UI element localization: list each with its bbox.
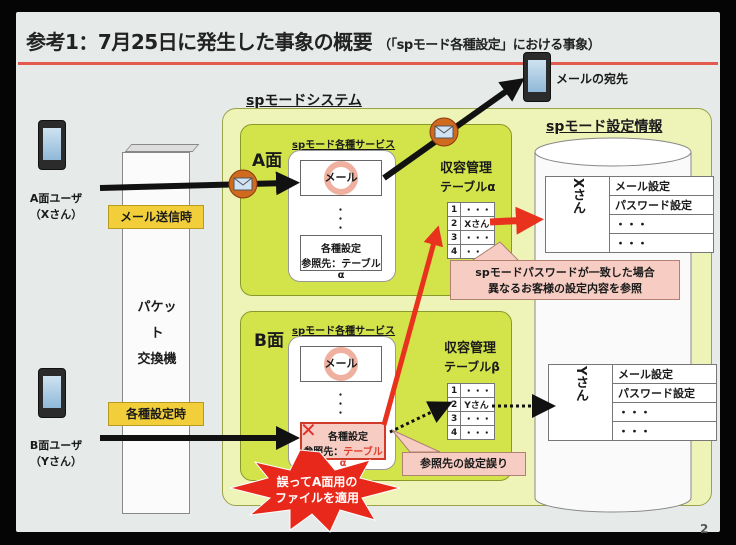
error-x-icon: ✕ xyxy=(300,418,317,442)
arrow-to-x xyxy=(489,206,544,235)
callout-password-line1: spモードパスワードが一致した場合 xyxy=(475,266,655,279)
user-b-action: 各種設定時 xyxy=(108,402,204,426)
callout-pointer-2 xyxy=(391,429,441,453)
face-a-settings: 各種設定参照先：テーブルα xyxy=(300,235,382,281)
table-cell: 4 xyxy=(446,425,462,440)
table-cell: 1 xyxy=(446,202,462,217)
table-row: Yさんメール設定 xyxy=(548,364,717,441)
page-number: 2 xyxy=(700,522,709,536)
envelope-icon xyxy=(228,169,258,199)
dotted-arrow-beta xyxy=(389,401,453,434)
arrow-wrong-ref xyxy=(381,225,444,426)
face-a-ref: 参照先：テーブルα xyxy=(301,259,381,281)
setting-cell: ・・・ xyxy=(612,421,717,441)
face-a-mail-label: メール xyxy=(324,171,358,184)
face-a-service-label: spモード各種サービス xyxy=(292,140,396,151)
setting-cell: パスワード設定 xyxy=(612,383,717,403)
table-row: Xさんメール設定 xyxy=(545,176,714,253)
user-a-phone-icon xyxy=(38,120,66,170)
setting-cell: メール設定 xyxy=(609,176,714,196)
table-row: ・・・ xyxy=(549,421,717,441)
face-b-service-label: spモード各種サービス xyxy=(292,326,396,337)
system-label: spモードシステム xyxy=(246,93,362,109)
face-a-table-title: 収容管理 xyxy=(440,161,493,176)
face-b-table-name: テーブルβ xyxy=(444,360,500,374)
table-row: 4・・・ xyxy=(446,425,496,440)
burst-line1: 誤ってA面用の xyxy=(276,475,358,489)
burst-line2: ファイルを適用 xyxy=(274,491,359,505)
face-b-label: B面 xyxy=(254,331,284,351)
table-row: パスワード設定 xyxy=(549,383,717,403)
table-row: ・・・ xyxy=(546,233,714,253)
face-a-dots: ・・・ xyxy=(334,205,344,232)
destination-label: メールの宛先 xyxy=(556,72,629,86)
burst-shape xyxy=(229,449,401,533)
callout-ref-error: 参照先の設定誤り xyxy=(402,452,526,476)
callout-password-line2: 異なるお客様の設定内容を参照 xyxy=(488,282,642,295)
table-cell: 4 xyxy=(446,244,462,259)
slide-title: 参考1：7月25日に発生した事象の概要 （「spモード各種設定」における事象） xyxy=(26,26,601,55)
table-cell: ・・・ xyxy=(460,425,496,440)
face-b-settings-label: 各種設定 xyxy=(328,432,368,443)
face-b-ref-prefix: 参照先： xyxy=(303,447,344,458)
table-cell: ・・・ xyxy=(460,202,496,217)
packet-switch-label: パケット xyxy=(137,300,177,341)
face-a-table-name: テーブルα xyxy=(440,180,496,194)
title-main: 参考1：7月25日に発生した事象の概要 xyxy=(26,30,373,54)
arrow-a-send xyxy=(99,171,300,196)
callout-pointer xyxy=(468,241,522,263)
title-sub: （「spモード各種設定」における事象） xyxy=(378,38,601,53)
face-a-label: A面 xyxy=(252,151,283,171)
face-a-mail: メール xyxy=(300,160,382,196)
setting-cell: ・・・ xyxy=(609,233,714,253)
title-divider xyxy=(18,62,718,65)
user-b-label: B面ユーザ xyxy=(29,439,83,452)
customer-name: Xさん xyxy=(545,176,610,253)
user-a-name: （Xさん） xyxy=(29,208,83,221)
table-row: 3・・・ xyxy=(446,230,496,245)
db-x-table: Xさんメール設定パスワード設定・・・・・・ xyxy=(545,176,714,253)
db-y-table: Yさんメール設定パスワード設定・・・・・・ xyxy=(548,364,717,441)
face-a-settings-label: 各種設定 xyxy=(321,244,361,255)
table-row: 1・・・ xyxy=(446,202,496,217)
packet-switch-label-2: 交換機 xyxy=(137,352,177,367)
user-b-name: （Yさん） xyxy=(30,455,82,468)
destination-phone-icon xyxy=(523,52,551,102)
user-b-phone-icon xyxy=(38,368,66,418)
face-b-mail: メール xyxy=(300,346,382,382)
settings-db-label: spモード設定情報 xyxy=(546,119,663,135)
envelope-icon xyxy=(429,117,459,147)
user-a-label: A面ユーザ xyxy=(29,192,83,205)
user-a-action: メール送信時 xyxy=(108,205,204,229)
face-b-table-title: 収容管理 xyxy=(444,341,497,356)
face-b-mail-label: メール xyxy=(324,357,358,370)
table-cell: 1 xyxy=(446,383,462,398)
face-b-ref-value: テーブルα xyxy=(339,447,383,469)
face-b-dots: ・・・ xyxy=(334,390,344,417)
